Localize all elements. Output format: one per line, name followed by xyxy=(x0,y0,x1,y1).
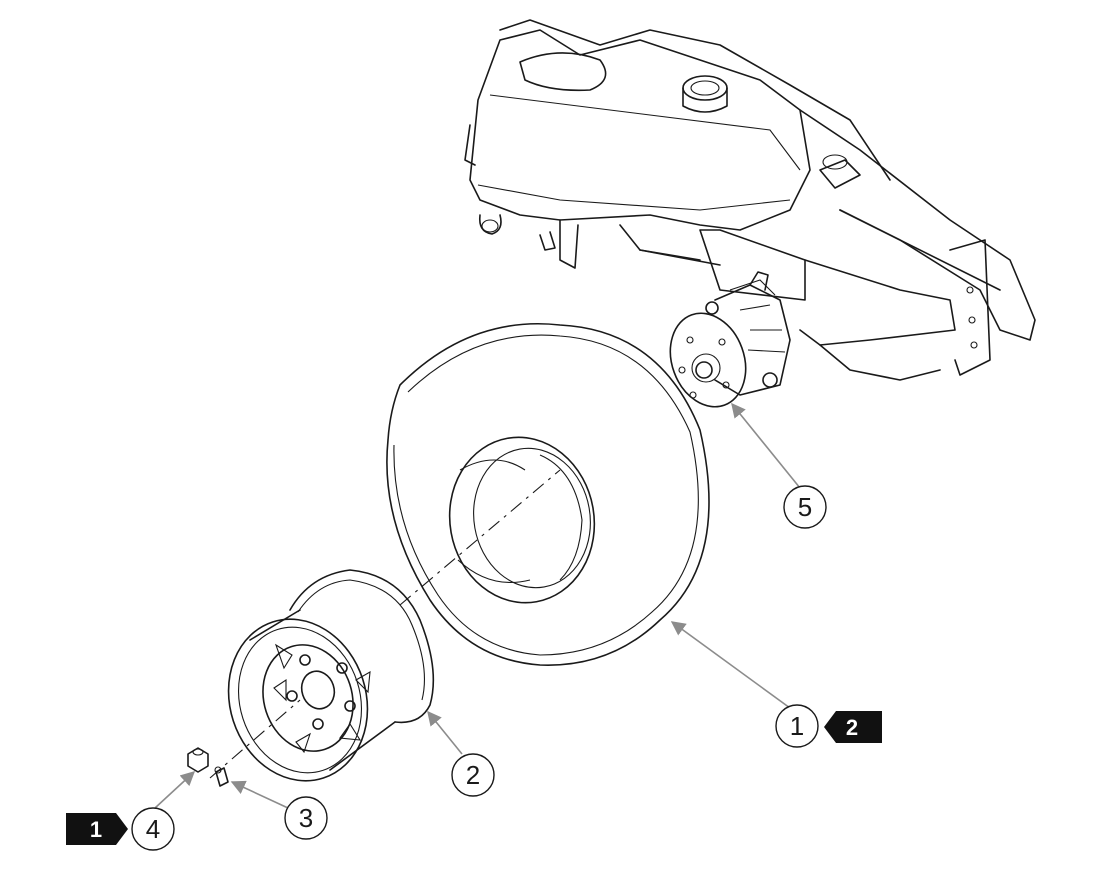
callout-4-label: 4 xyxy=(146,814,160,844)
leader-1 xyxy=(670,621,791,709)
frame-fender-assembly xyxy=(464,19,1036,381)
lug-nut xyxy=(187,747,209,773)
callout-2-label: 2 xyxy=(466,760,480,790)
note-flag-2: 2 xyxy=(824,711,882,743)
callout-1: 1 xyxy=(775,704,819,748)
leader-3 xyxy=(230,780,289,809)
leader-4 xyxy=(154,771,196,809)
note-flag-2-label: 2 xyxy=(846,715,858,740)
note-flag-1: 1 xyxy=(66,813,128,845)
leader-lines xyxy=(154,402,801,809)
note-flag-1-label: 1 xyxy=(90,817,102,842)
leader-2 xyxy=(427,710,463,755)
callout-5: 5 xyxy=(783,485,827,529)
tire xyxy=(386,322,710,666)
leader-5 xyxy=(731,402,801,489)
callout-4: 4 xyxy=(131,807,175,851)
callout-3-label: 3 xyxy=(299,803,313,833)
callout-3: 3 xyxy=(284,796,328,840)
callout-2: 2 xyxy=(451,753,495,797)
wheel-hub-motor xyxy=(669,271,791,408)
wheel-rim xyxy=(209,469,561,782)
callout-5-label: 5 xyxy=(798,492,812,522)
callout-1-label: 1 xyxy=(790,711,804,741)
valve-stem xyxy=(214,766,229,787)
